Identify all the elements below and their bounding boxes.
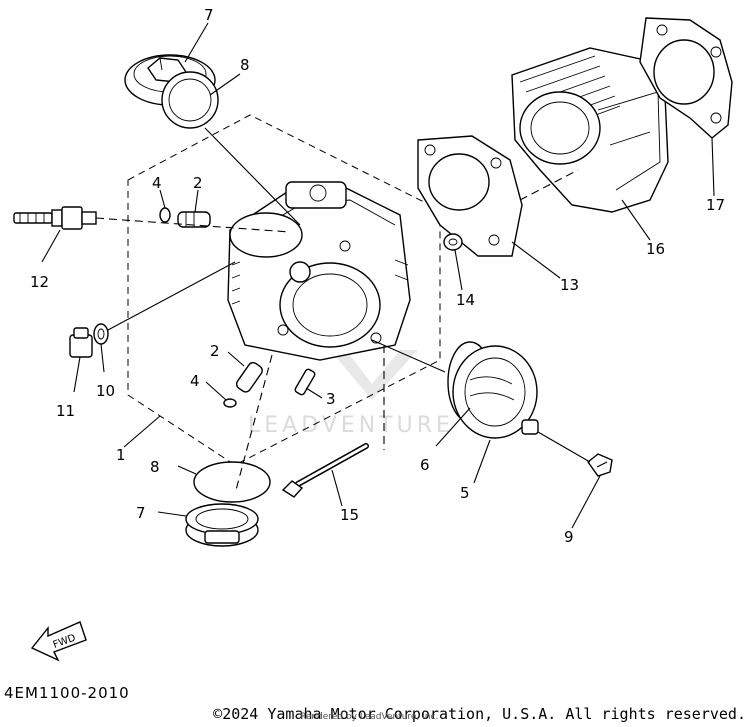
callout-10: 10 xyxy=(96,382,115,400)
watermark-logo: LEADVENTURE xyxy=(248,350,454,438)
callout-16: 16 xyxy=(646,240,665,258)
callout-4-top: 4 xyxy=(152,174,162,192)
callout-14: 14 xyxy=(456,291,475,309)
cylinder-head-part[interactable] xyxy=(227,181,411,361)
head-gasket-part[interactable] xyxy=(417,135,523,257)
callout-11: 11 xyxy=(56,402,75,420)
head-assembly-boundary xyxy=(127,114,441,466)
callout-numbers: 7 8 4 2 12 11 10 1 2 4 3 8 7 15 6 5 9 14… xyxy=(30,6,725,546)
stud-bolt-part[interactable] xyxy=(294,368,316,396)
callout-9: 9 xyxy=(564,528,574,546)
tappet-cover-part[interactable] xyxy=(447,341,539,439)
callout-3: 3 xyxy=(326,390,336,408)
dowel-pin-mid-part[interactable] xyxy=(235,361,264,394)
cap-bottom-part[interactable] xyxy=(185,503,259,547)
washer-part[interactable] xyxy=(93,323,109,345)
o-ring-top-part[interactable] xyxy=(161,71,219,129)
bolt-plug-part[interactable] xyxy=(69,327,93,358)
copyright-text: ©2024 Yamaha Motor Corporation, U.S.A. A… xyxy=(213,705,746,723)
callout-2-mid: 2 xyxy=(210,342,220,360)
callout-13: 13 xyxy=(560,276,579,294)
o-ring-bottom-part[interactable] xyxy=(193,461,271,503)
callout-17: 17 xyxy=(706,196,725,214)
rendered-by-text: Rendered by LeadVenture, Inc. xyxy=(300,712,439,722)
cylinder-part[interactable] xyxy=(511,47,669,213)
diagram-code: 4EM1100-2010 xyxy=(4,684,130,702)
long-bolt-part[interactable] xyxy=(281,443,369,498)
callout-4-mid: 4 xyxy=(190,372,200,390)
o-ring-small-mid-part[interactable] xyxy=(223,398,237,408)
o-ring-small-top-part[interactable] xyxy=(159,207,171,223)
watermark-text: LEADVENTURE xyxy=(248,413,454,438)
dowel-pin-top-part[interactable] xyxy=(177,211,211,228)
callout-5: 5 xyxy=(460,484,470,502)
base-gasket-part[interactable] xyxy=(639,17,733,139)
dowel-pin-14-part[interactable] xyxy=(443,233,463,251)
callout-6: 6 xyxy=(420,456,430,474)
callout-1: 1 xyxy=(116,446,126,464)
spark-plug-part[interactable] xyxy=(13,206,97,230)
callout-2-top: 2 xyxy=(193,174,203,192)
screw-part[interactable] xyxy=(587,453,613,477)
callout-7-bottom: 7 xyxy=(136,504,146,522)
leader-lines xyxy=(41,22,715,529)
callout-15: 15 xyxy=(340,506,359,524)
callout-12: 12 xyxy=(30,273,49,291)
forward-arrow-icon: FWD xyxy=(30,621,87,662)
callout-8-top: 8 xyxy=(240,56,250,74)
callout-7-top: 7 xyxy=(204,6,214,24)
callout-8-bottom: 8 xyxy=(150,458,160,476)
